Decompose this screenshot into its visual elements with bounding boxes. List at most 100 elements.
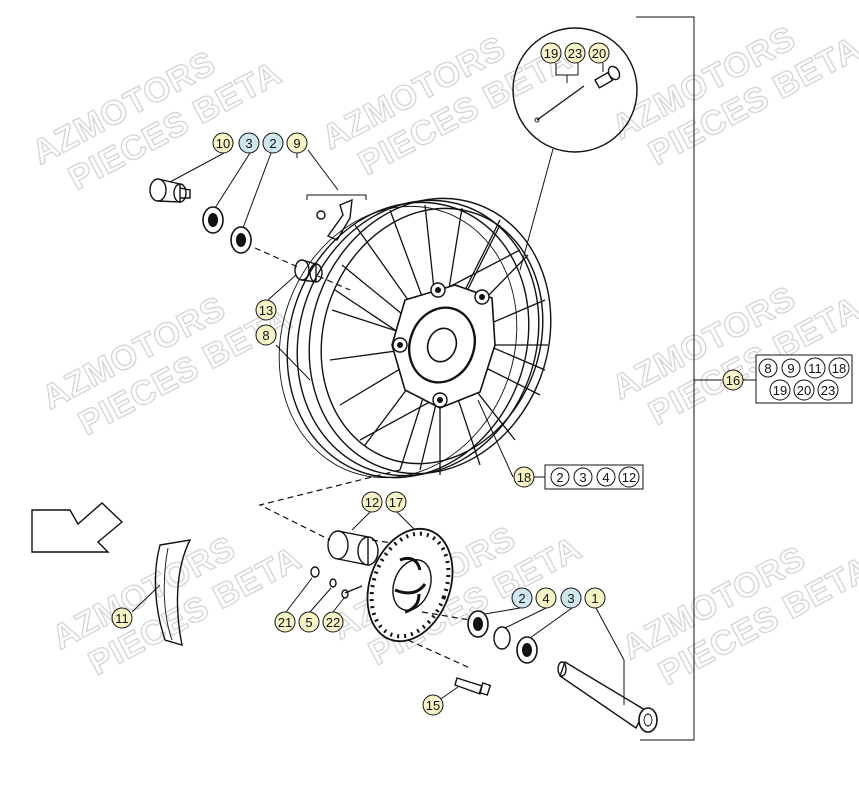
callout-11-label: 11 xyxy=(115,611,129,626)
callout-2a-label: 2 xyxy=(269,136,276,151)
leader-1 xyxy=(595,607,625,705)
kit16-item-3[interactable]: 18 xyxy=(828,357,850,379)
callout-23-label: 23 xyxy=(568,46,582,61)
callout-16-label: 16 xyxy=(726,373,740,388)
axle-1 xyxy=(557,660,658,733)
callout-18[interactable]: 18 xyxy=(513,466,535,488)
callout-17-label: 17 xyxy=(389,495,403,510)
disc-screws xyxy=(310,566,363,599)
callout-2c[interactable]: 2 xyxy=(511,587,533,609)
axis-line-screw xyxy=(407,639,471,669)
leader-12 xyxy=(351,511,371,531)
spoke-detail-end xyxy=(534,117,540,123)
callout-5[interactable]: 5 xyxy=(298,611,320,633)
group18-item-3[interactable]: 3 xyxy=(573,467,593,487)
kit16-item-6[interactable]: 23 xyxy=(817,379,839,401)
callout-9[interactable]: 9 xyxy=(286,132,308,154)
callout-19-label: 19 xyxy=(544,46,558,61)
callout-17[interactable]: 17 xyxy=(385,491,407,513)
nipple-detail xyxy=(593,65,621,89)
leader-3c xyxy=(529,607,573,639)
kit16-item-label: 8 xyxy=(764,361,771,376)
spacer-10 xyxy=(149,178,191,203)
callout-21-label: 21 xyxy=(278,615,292,630)
callout-3a-label: 3 xyxy=(245,136,252,151)
kit16-item-0[interactable]: 8 xyxy=(758,358,778,378)
kit16-item-2[interactable]: 11 xyxy=(804,357,826,379)
callout-22[interactable]: 22 xyxy=(322,611,344,633)
callout-13[interactable]: 13 xyxy=(255,299,277,321)
callout-15[interactable]: 15 xyxy=(422,694,444,716)
callout-4c-label: 4 xyxy=(542,591,549,606)
leader-4c xyxy=(504,607,547,629)
leader-11 xyxy=(131,584,161,613)
front-wheel xyxy=(278,197,552,479)
callout-12-label: 12 xyxy=(365,495,379,510)
group18-item-4[interactable]: 4 xyxy=(596,467,616,487)
callout-20-label: 20 xyxy=(592,46,606,61)
axis-line-disc xyxy=(371,539,406,546)
axis-line-left2 xyxy=(317,275,351,291)
oil-seal-3 xyxy=(202,206,224,234)
callout-19[interactable]: 19 xyxy=(540,42,562,64)
direction-arrow-icon xyxy=(31,502,124,553)
screw-15 xyxy=(454,677,492,696)
wheel-hub xyxy=(391,282,496,409)
callouts: 10 3 2 9 19 23 20 13 xyxy=(111,42,853,716)
detail-leader-wheel xyxy=(519,148,554,271)
callout-3c[interactable]: 3 xyxy=(560,587,582,609)
axis-line-left xyxy=(254,247,301,269)
kit16-item-label: 20 xyxy=(797,383,811,398)
callout-8-label: 8 xyxy=(262,328,269,343)
callout-9-label: 9 xyxy=(293,136,300,151)
callout-10[interactable]: 10 xyxy=(212,132,234,154)
bearing-2-right xyxy=(467,610,489,638)
group18-item-label: 2 xyxy=(556,470,563,485)
kit16-item-label: 9 xyxy=(787,361,794,376)
callout-15-label: 15 xyxy=(426,698,440,713)
callout-1[interactable]: 1 xyxy=(584,587,606,609)
callout-2a[interactable]: 2 xyxy=(262,132,284,154)
leader-8 xyxy=(275,344,311,381)
leader-2a xyxy=(242,152,272,229)
bearing-2-left xyxy=(230,226,252,254)
callout-3c-label: 3 xyxy=(567,591,574,606)
leader-22 xyxy=(332,597,345,613)
spoke-nipple-9 xyxy=(316,198,353,241)
callout-23[interactable]: 23 xyxy=(564,42,586,64)
kit16-item-5[interactable]: 20 xyxy=(793,379,815,401)
group18-item-12[interactable]: 12 xyxy=(618,466,640,488)
decal-11 xyxy=(154,539,192,646)
callout-3a[interactable]: 3 xyxy=(238,132,260,154)
leader-17 xyxy=(396,511,416,531)
callout-8[interactable]: 8 xyxy=(255,324,277,346)
kit16-item-label: 11 xyxy=(808,361,822,376)
callout-20[interactable]: 20 xyxy=(588,42,610,64)
oil-seal-3-right xyxy=(516,636,538,664)
callout-16[interactable]: 16 xyxy=(722,369,744,391)
group18-item-label: 12 xyxy=(622,470,636,485)
leader-10 xyxy=(169,152,225,183)
callout-22-label: 22 xyxy=(326,615,340,630)
spoke-detail xyxy=(536,85,585,121)
leader-5 xyxy=(309,587,332,613)
kit16-item-label: 18 xyxy=(832,361,846,376)
leader-2c xyxy=(484,607,521,615)
group18-item-label: 3 xyxy=(579,470,586,485)
circlip-4 xyxy=(493,626,511,650)
callout-11[interactable]: 11 xyxy=(111,607,133,629)
callout-21[interactable]: 21 xyxy=(274,611,296,633)
callout-4c[interactable]: 4 xyxy=(535,587,557,609)
kit16-item-label: 23 xyxy=(821,383,835,398)
kit16-item-4[interactable]: 19 xyxy=(769,379,791,401)
callout-18-label: 18 xyxy=(517,470,531,485)
callout-1-label: 1 xyxy=(591,591,598,606)
callout-12[interactable]: 12 xyxy=(361,491,383,513)
brake-disc-17 xyxy=(366,527,454,643)
kit16-item-1[interactable]: 9 xyxy=(781,358,801,378)
spoke-detail-circle xyxy=(512,27,638,153)
leader-9 xyxy=(307,149,339,191)
group18-item-2[interactable]: 2 xyxy=(550,467,570,487)
kit-bracket xyxy=(636,16,695,741)
